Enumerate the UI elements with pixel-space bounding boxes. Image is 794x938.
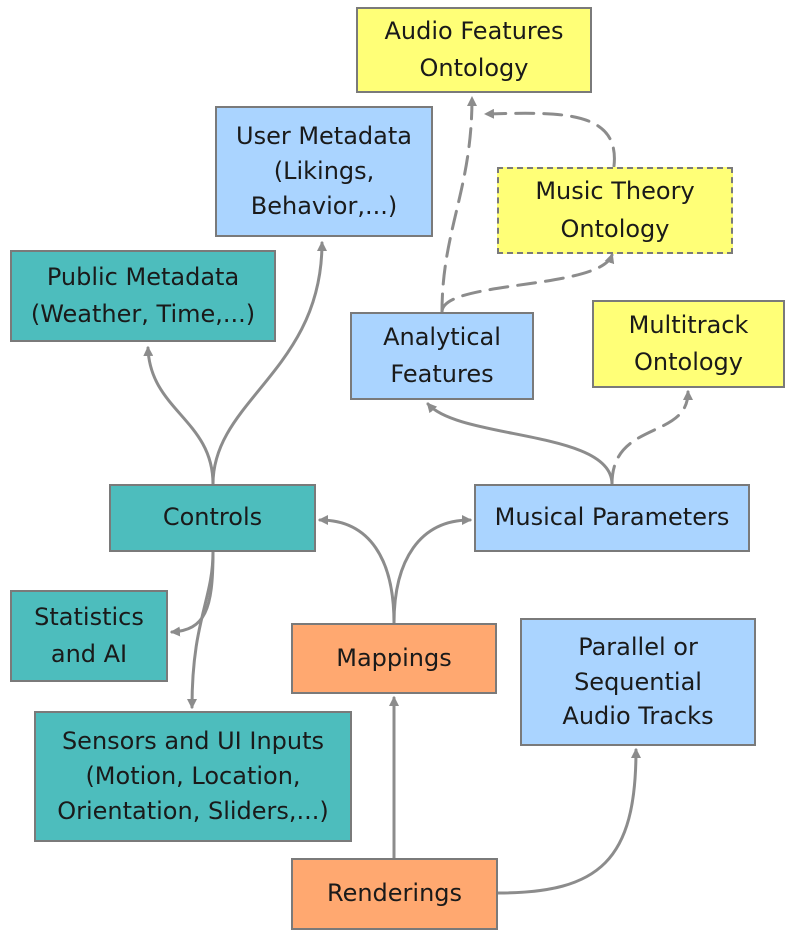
node-label: Ontology (560, 214, 670, 243)
edge-musical-params-multitrack (610, 390, 693, 486)
node-label: (Weather, Time,...) (30, 300, 256, 328)
edge-mappings-controls (318, 515, 396, 625)
edge-analytical-audio-features (440, 96, 477, 314)
node-label: Music Theory (535, 177, 695, 206)
node-label: Orientation, Sliders,...) (57, 796, 329, 825)
node-label: (Motion, Location, (85, 762, 301, 791)
sensors-ui-inputs-node: Sensors and UI Inputs (Motion, Location,… (34, 711, 352, 842)
music-theory-ontology-node: Music Theory Ontology (497, 167, 733, 254)
analytical-features-node: Analytical Features (350, 312, 534, 400)
edge-controls-user-metadata (211, 241, 327, 486)
node-label: (Likings, (273, 157, 375, 186)
edge-controls-sensors (187, 550, 215, 709)
edge-music-theory-audio-features (484, 108, 616, 168)
node-label: Mappings (336, 643, 452, 672)
node-label: Features (390, 360, 494, 388)
node-label: Audio Features (384, 16, 564, 45)
musical-parameters-node: Musical Parameters (474, 484, 750, 552)
node-label: Multitrack (628, 310, 749, 339)
user-metadata-node: User Metadata (Likings, Behavior,...) (215, 106, 433, 237)
edge-renderings-tracks (496, 748, 641, 895)
node-label: Renderings (326, 879, 463, 908)
edge-mappings-musical-params (392, 515, 472, 625)
multitrack-ontology-node: Multitrack Ontology (592, 300, 785, 388)
node-label: Ontology (634, 348, 743, 376)
node-label: and AI (50, 640, 128, 668)
node-label: Sensors and UI Inputs (61, 727, 325, 756)
node-label: Behavior,...) (250, 191, 398, 220)
parallel-tracks-node: Parallel or Sequential Audio Tracks (520, 618, 756, 746)
node-label: Ontology (419, 54, 529, 82)
node-label: Musical Parameters (494, 503, 730, 532)
edge-controls-public-metadata (143, 346, 215, 486)
renderings-node: Renderings (291, 858, 498, 930)
node-label: User Metadata (236, 122, 412, 151)
public-metadata-node: Public Metadata (Weather, Time,...) (10, 250, 276, 342)
controls-node: Controls (109, 484, 316, 552)
node-label: Sequential (574, 667, 702, 696)
mappings-node: Mappings (291, 623, 497, 694)
statistics-ai-node: Statistics and AI (10, 590, 168, 682)
node-label: Audio Tracks (562, 702, 714, 731)
edge-musical-params-analytical (426, 402, 614, 486)
edge-analytical-music-theory (440, 253, 615, 314)
audio-features-ontology-node: Audio Features Ontology (356, 7, 592, 93)
node-label: Public Metadata (46, 262, 240, 291)
node-label: Controls (162, 503, 263, 532)
node-label: Analytical (383, 322, 501, 351)
node-label: Parallel or (578, 632, 698, 661)
node-label: Statistics (34, 602, 144, 631)
